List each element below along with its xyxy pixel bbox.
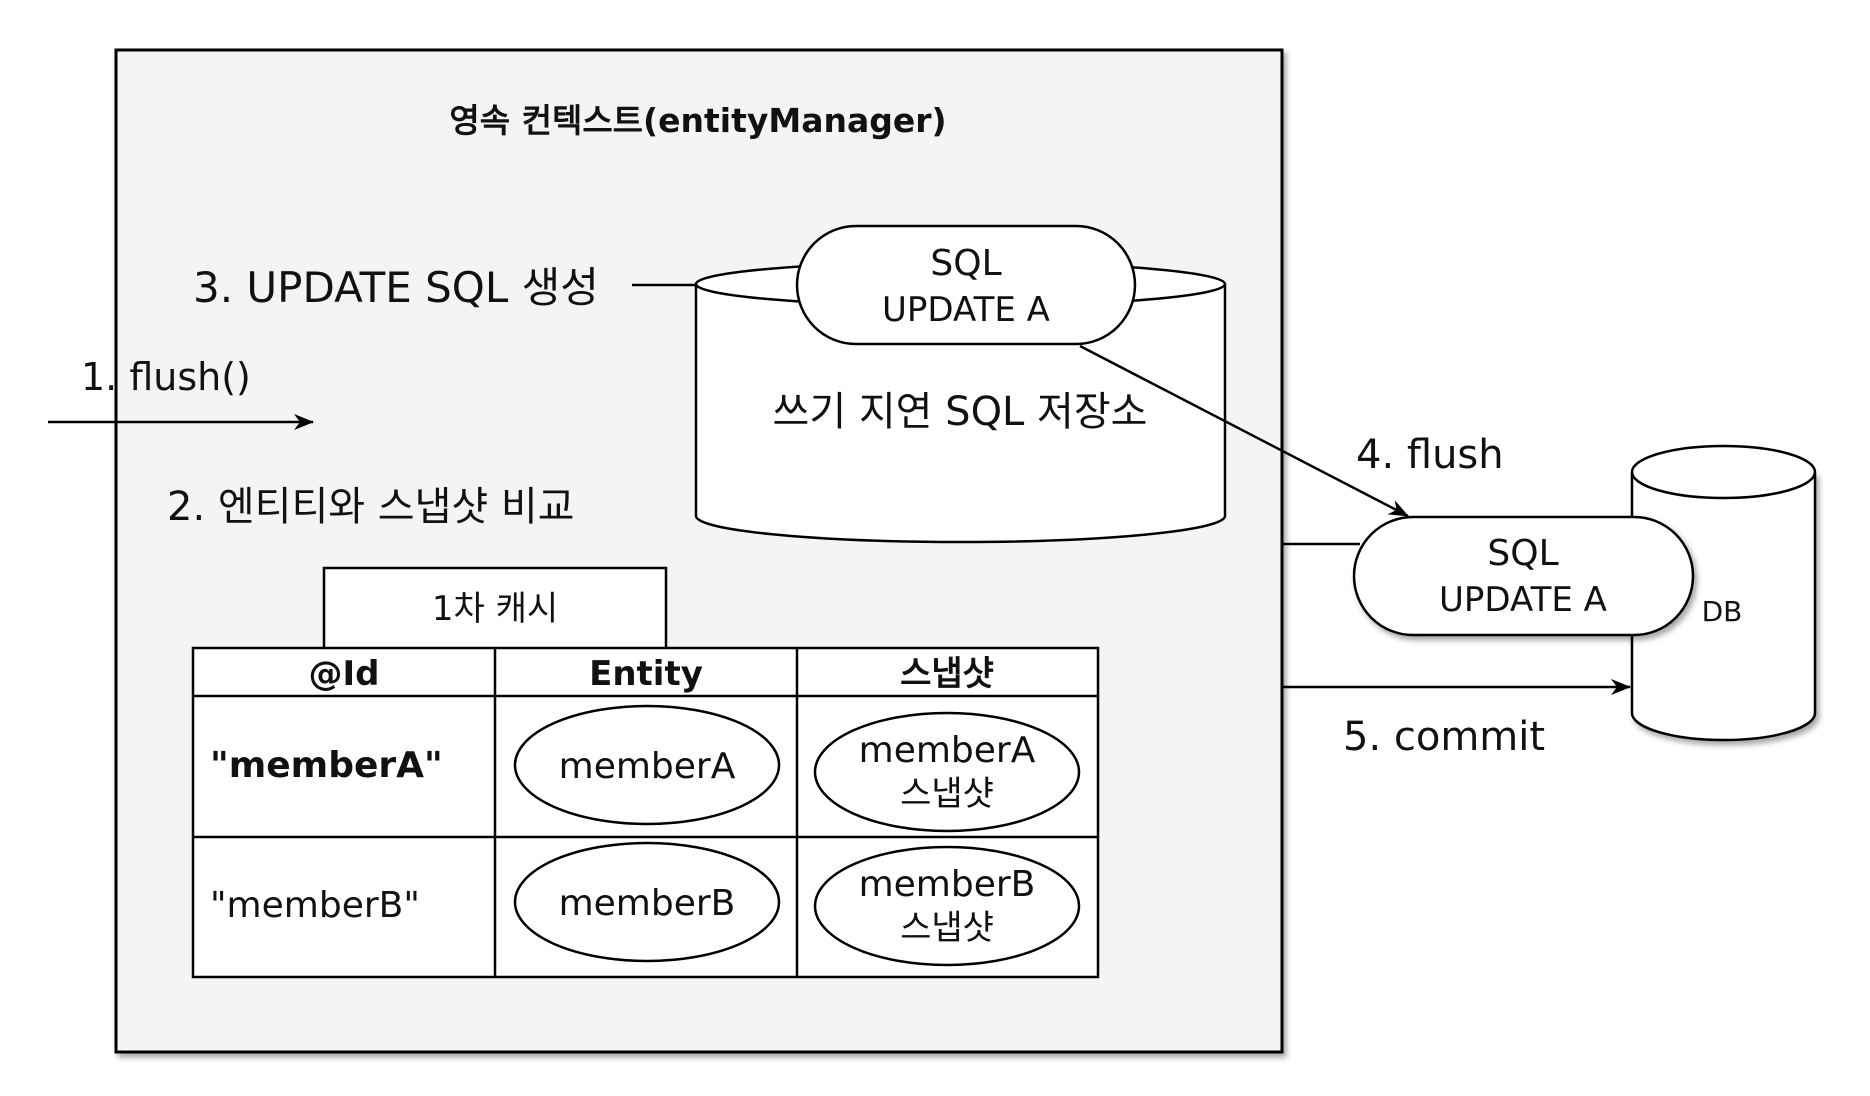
flush-to-db-arrow: [1079, 344, 1409, 518]
step5-label: 5. commit: [1343, 714, 1545, 760]
store-sql-line1: SQL: [930, 243, 1001, 284]
db-sql-pill: [1352, 515, 1695, 637]
db-cylinder-top: [1630, 444, 1817, 500]
store-label: 쓰기 지연 SQL 저장소: [773, 389, 1148, 435]
db-label: DB: [1702, 595, 1743, 628]
snapshot-label-line1: memberA: [859, 730, 1036, 771]
column-header-entity: Entity: [589, 654, 703, 694]
db-sql-item: SQL UPDATE A: [1352, 515, 1695, 637]
cache-tab: [322, 566, 668, 651]
table-row: "memberB" memberB memberB 스냅샷: [210, 841, 1081, 967]
row-id: "memberA": [210, 745, 443, 786]
cache-tab-label: 1차 캐시: [432, 589, 558, 629]
step3-label: 3. UPDATE SQL 생성: [193, 263, 599, 312]
store-sql-pill: [795, 224, 1137, 346]
entity-label: memberA: [559, 746, 736, 787]
step1-label: 1. flush(): [81, 355, 251, 399]
snapshot-ellipse: [813, 845, 1081, 967]
first-level-cache: 1차 캐시 @Id Entity 스냅샷 "memberA" memberA m…: [191, 566, 1100, 979]
snapshot-label-line1: memberB: [859, 864, 1036, 905]
store-cylinder-body: [694, 284, 1227, 544]
snapshot-label-line2: 스냅샷: [900, 908, 994, 948]
row-id: "memberB": [210, 885, 420, 926]
table-row: "memberA" memberA memberA 스냅샷: [210, 704, 1081, 833]
persistence-context-title: 영속 컨텍스트(entityManager): [449, 101, 946, 140]
entity-ellipse: [513, 841, 781, 963]
step2-label: 2. 엔티티와 스냅샷 비교: [167, 484, 575, 530]
snapshot-ellipse: [813, 711, 1081, 833]
entity-ellipse: [513, 704, 781, 826]
store-sql-line2: UPDATE A: [882, 290, 1050, 330]
db-sql-line2: UPDATE A: [1439, 580, 1607, 620]
column-header-snapshot: 스냅샷: [900, 654, 994, 694]
db-sql-line1: SQL: [1487, 533, 1558, 574]
column-header-id: @Id: [309, 654, 380, 694]
snapshot-label-line2: 스냅샷: [900, 774, 994, 814]
entity-label: memberB: [559, 883, 736, 924]
step4-label: 4. flush: [1356, 432, 1504, 478]
store-sql-item: SQL UPDATE A: [795, 224, 1137, 346]
